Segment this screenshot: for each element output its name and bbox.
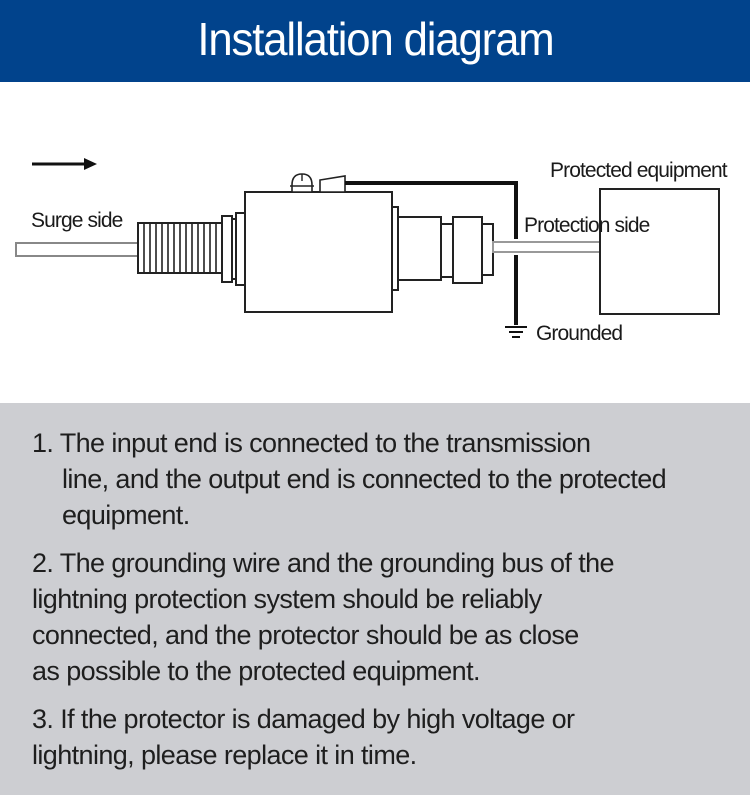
note-item-2: 2. The grounding wire and the grounding … bbox=[32, 545, 615, 689]
header-banner: Installation diagram bbox=[0, 0, 750, 82]
input-wire bbox=[15, 242, 139, 257]
protected-equipment-box bbox=[599, 188, 720, 315]
note-line: line, and the output end is connected to… bbox=[62, 464, 667, 494]
surge-protector-drawing bbox=[15, 158, 720, 338]
installation-diagram: Surge side Protected equipment Protectio… bbox=[0, 82, 750, 403]
ground-wire bbox=[345, 181, 518, 325]
note-line: 3. If the protector is damaged by high v… bbox=[32, 704, 575, 734]
ground-icon bbox=[505, 326, 527, 338]
note-line: 2. The grounding wire and the grounding … bbox=[32, 548, 615, 578]
output-wire bbox=[492, 241, 601, 253]
note-line: 1. The input end is connected to the tra… bbox=[32, 428, 591, 458]
output-connector bbox=[391, 206, 494, 291]
note-item-3: 3. If the protector is damaged by high v… bbox=[32, 701, 575, 773]
protected-equipment-label: Protected equipment bbox=[550, 159, 728, 182]
note-line: as possible to the protected equipment. bbox=[32, 656, 481, 686]
installation-notes: 1. The input end is connected to the tra… bbox=[0, 403, 750, 795]
arrow-right-icon bbox=[32, 158, 97, 170]
protector-body bbox=[244, 173, 393, 313]
surge-side-label: Surge side bbox=[31, 209, 123, 232]
note-line: connected, and the protector should be a… bbox=[32, 620, 579, 650]
protection-side-label: Protection side bbox=[524, 214, 650, 237]
page-title: Installation diagram bbox=[196, 13, 554, 65]
grounded-label: Grounded bbox=[536, 322, 623, 345]
note-line: lightning, please replace it in time. bbox=[32, 740, 417, 770]
ribbed-connector bbox=[137, 212, 246, 286]
note-line: equipment. bbox=[62, 500, 190, 530]
note-line: lightning protection system should be re… bbox=[32, 584, 542, 614]
note-item-1: 1. The input end is connected to the tra… bbox=[32, 425, 667, 533]
